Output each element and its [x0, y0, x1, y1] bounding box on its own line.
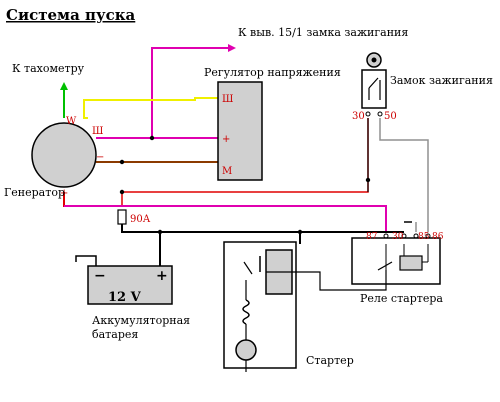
regulator-label: Регулятор напряжения: [204, 66, 341, 79]
relay-terminal-85: [413, 233, 419, 239]
junction-dot: [119, 189, 125, 195]
relay-terminal-86: [425, 233, 431, 239]
starter-winding-icon: [242, 299, 250, 325]
switch-terminal-30: [365, 111, 371, 117]
switch-blade: [368, 77, 379, 89]
relay-contact-blade: [377, 261, 393, 271]
wire-to-ignition-15-1: [96, 47, 228, 139]
battery-label-line1: Аккумуляторная: [92, 314, 190, 327]
voltage-regulator: [217, 81, 263, 181]
starter-housing: [223, 241, 297, 369]
generator: [31, 122, 97, 188]
ignition-key-center: [371, 57, 377, 63]
starter-relay: [351, 237, 441, 285]
generator-label: Генератор: [4, 186, 65, 199]
battery-label-line2: батарея: [92, 328, 138, 341]
relay-terminal-86-label: 86: [432, 232, 444, 242]
reg-terminal-plus: +: [222, 134, 230, 145]
wire-yellow-sh: [83, 97, 218, 119]
battery-minus-terminal: −: [94, 268, 106, 284]
switch-terminal-30-label: 30: [352, 111, 365, 122]
starter-switch-blade: [243, 261, 253, 275]
diagram-title: Система пуска: [6, 6, 136, 24]
junction-dot: [149, 135, 155, 141]
junction-dot: [297, 229, 303, 235]
battery-ground-wire: [75, 255, 97, 268]
starter-relay-label: Реле стартера: [360, 292, 443, 305]
switch-terminal-50-label: 50: [384, 111, 397, 122]
reg-terminal-m: М: [222, 166, 232, 177]
fuse-icon: [117, 209, 127, 225]
ignition-switch: [361, 69, 387, 109]
starter-motor-icon: [235, 339, 257, 361]
starter-label: Стартер: [306, 354, 354, 367]
tachometer-label: К тахометру: [12, 62, 85, 75]
reg-terminal-sh: Ш: [222, 94, 233, 105]
ignition-switch-label: Замок зажигания: [390, 74, 493, 87]
arrow-tachometer-icon: [60, 82, 68, 90]
battery: [87, 265, 173, 305]
relay-terminal-87: [383, 233, 389, 239]
gen-terminal-w: W: [66, 116, 77, 127]
gen-terminal-minus: −: [96, 152, 104, 163]
relay-coil: [399, 255, 423, 271]
fuse-label: 90А: [130, 214, 151, 225]
ignition-terminal-label: К выв. 15/1 замка зажигания: [238, 26, 408, 39]
gen-terminal-plus: +: [60, 188, 68, 199]
wire-grey-switch-relay: [379, 118, 429, 232]
relay-terminal-85-label: 85: [418, 232, 430, 242]
wire-relay-to-solenoid: [292, 270, 387, 291]
gen-terminal-sh: Ш: [92, 126, 103, 137]
battery-plus-terminal: +: [156, 268, 168, 284]
relay-terminal-87-label: 87: [366, 232, 378, 242]
relay-terminal-30-label: 30: [392, 232, 404, 242]
wire-magenta-relay-87: [64, 205, 387, 232]
arrow-to-ignition-icon: [228, 44, 236, 52]
battery-voltage: 12 V: [108, 290, 142, 305]
junction-dot: [157, 229, 163, 235]
switch-terminal-50: [377, 111, 383, 117]
junction-dot: [119, 159, 125, 165]
relay-terminal-30: [401, 233, 407, 239]
wire-red-gen-plus: [63, 192, 122, 207]
